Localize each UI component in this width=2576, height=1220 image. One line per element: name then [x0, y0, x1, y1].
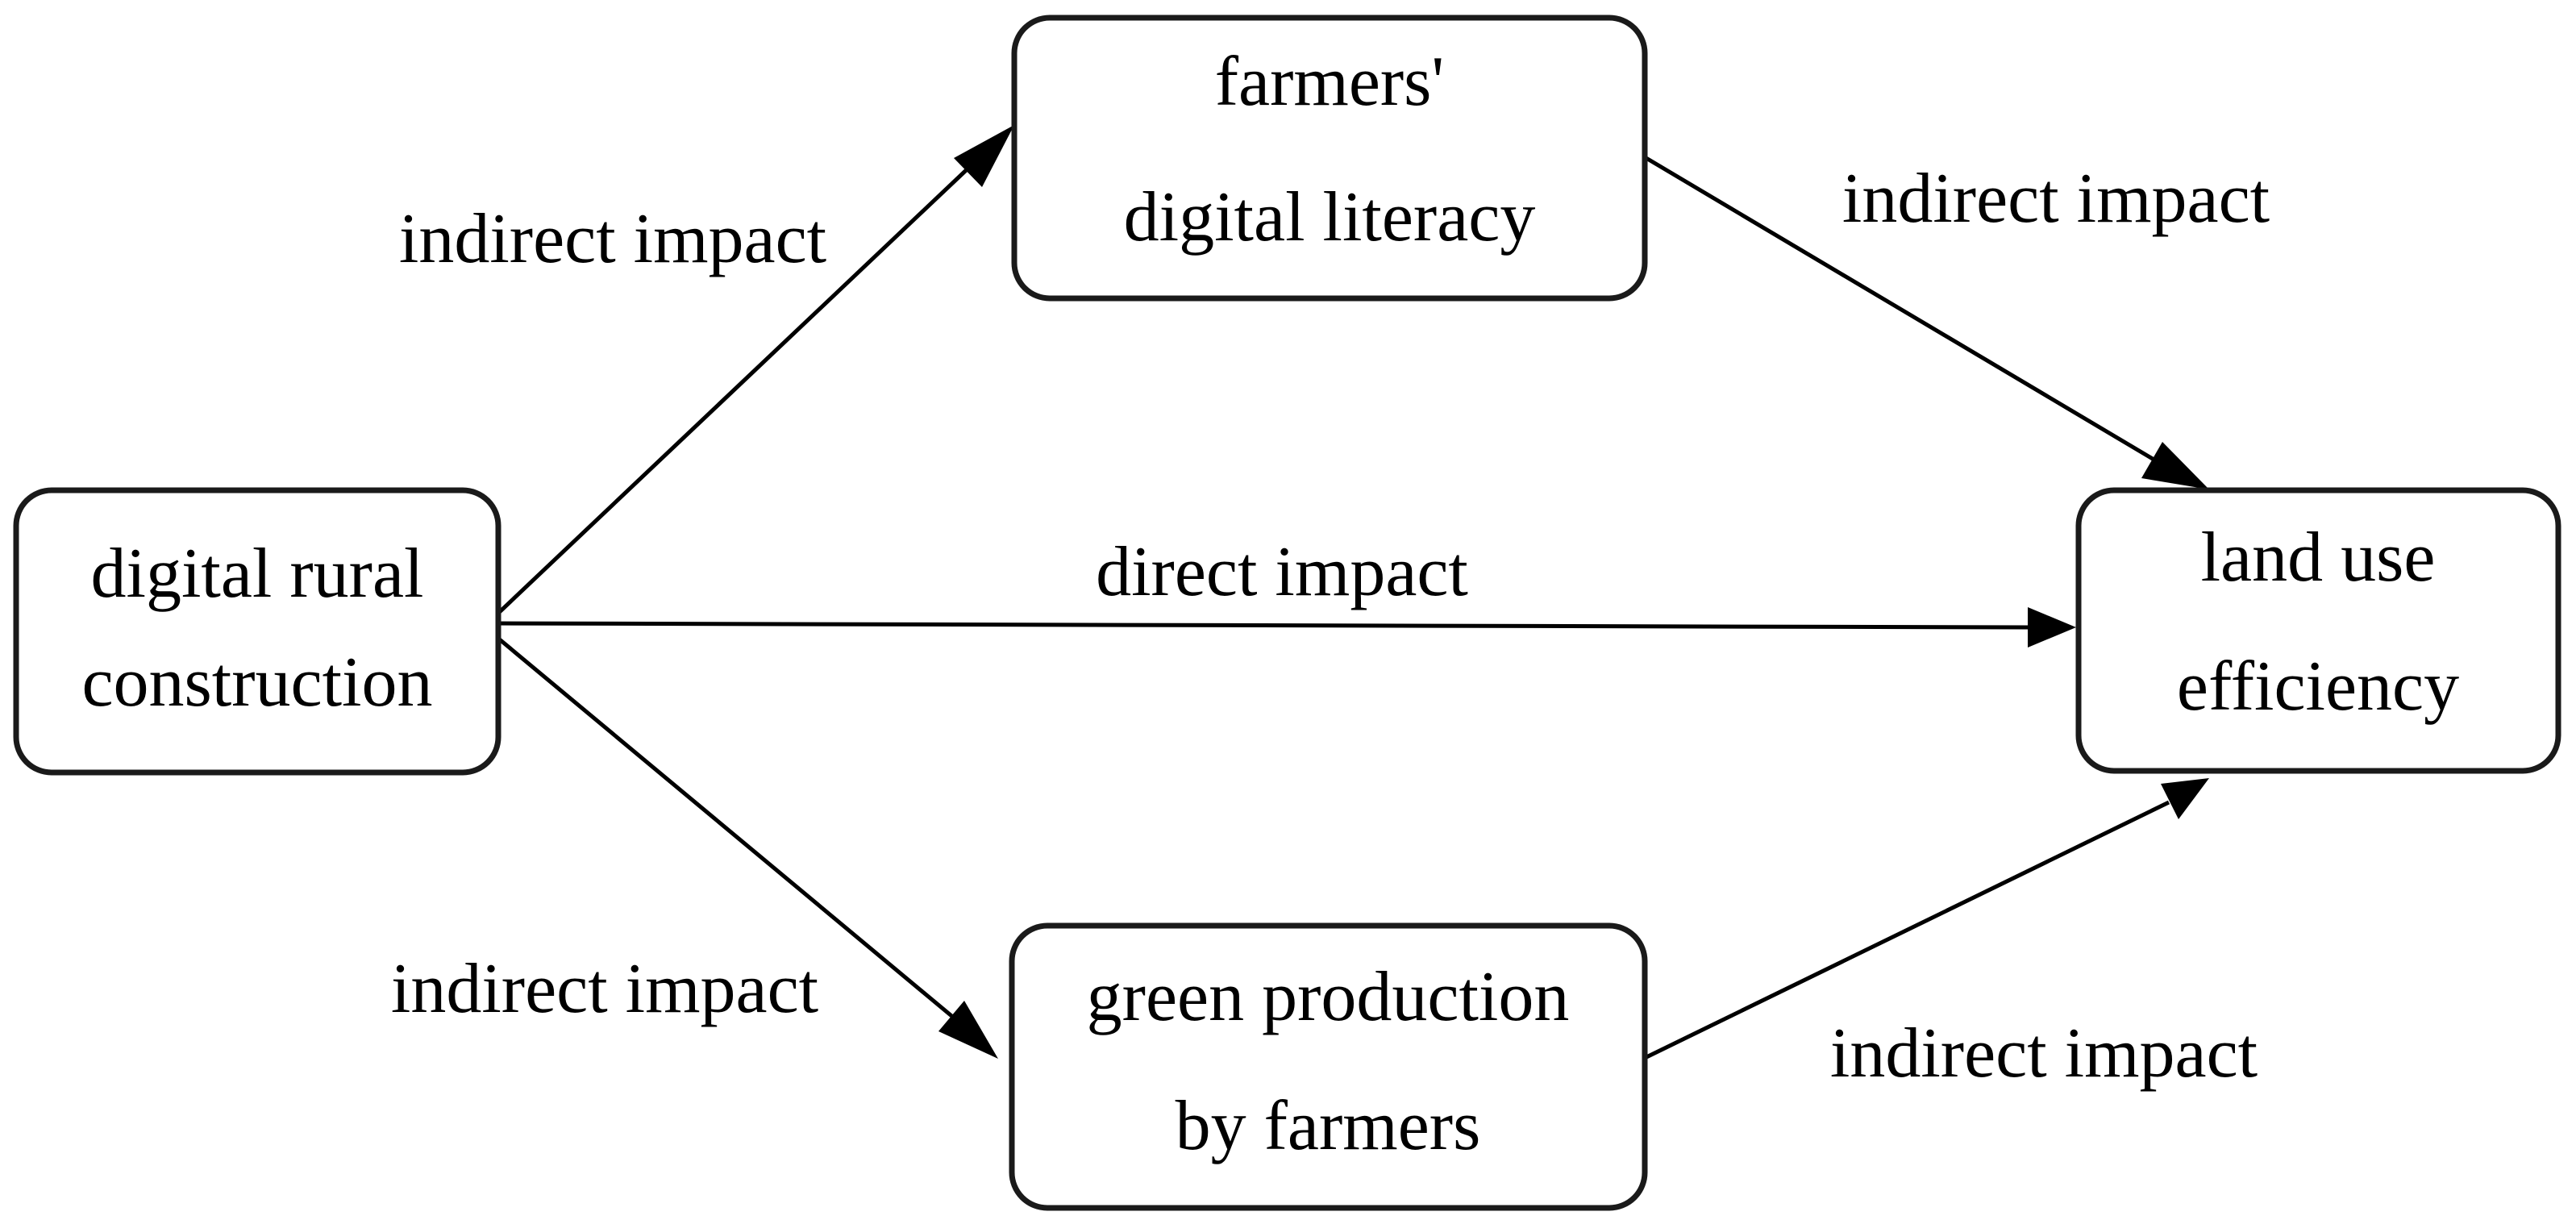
node-farmers-digital-literacy-line-1: farmers': [1215, 43, 1445, 121]
node-digital-rural-construction-line-2: construction: [81, 643, 432, 722]
node-digital-rural-construction-line-1: digital rural: [91, 535, 424, 613]
edges: [490, 125, 2209, 1060]
arrowhead-land-upper-icon: [2141, 442, 2209, 489]
edge-label-rural-to-green: indirect impact: [391, 950, 818, 1028]
node-farmers-digital-literacy-box: [1011, 15, 1648, 302]
edge-green-to-land-line: [1643, 800, 2170, 1060]
edge-label-rural-to-literacy: indirect impact: [399, 200, 826, 278]
edge-rural-to-literacy: [490, 125, 1014, 621]
node-green-production-by-farmers: green production by farmers: [1009, 922, 1648, 1211]
nodes: digital rural construction farmers' digi…: [13, 15, 2561, 1211]
edge-literacy-to-land-line: [1643, 155, 2162, 466]
arrowhead-land-lower-icon: [2161, 778, 2209, 819]
node-farmers-digital-literacy-line-2: digital literacy: [1124, 178, 1536, 256]
edge-label-green-to-land: indirect impact: [1830, 1014, 2258, 1093]
node-land-use-efficiency-line-2: efficiency: [2177, 647, 2459, 726]
edge-rural-to-green: [490, 631, 998, 1059]
node-green-production-by-farmers-line-2: by farmers: [1176, 1087, 1481, 1165]
arrowhead-land-middle-icon: [2028, 607, 2076, 647]
edge-rural-to-green-line: [490, 631, 961, 1024]
node-land-use-efficiency-line-1: land use: [2201, 518, 2436, 597]
node-green-production-by-farmers-line-1: green production: [1087, 958, 1570, 1036]
arrowhead-literacy-icon: [954, 125, 1014, 187]
edge-rural-to-literacy-line: [490, 160, 977, 621]
edge-labels: indirect impact indirect impact direct i…: [391, 160, 2270, 1093]
node-digital-rural-construction: digital rural construction: [13, 487, 501, 776]
node-farmers-digital-literacy: farmers' digital literacy: [1011, 15, 1648, 302]
node-digital-rural-construction-box: [13, 487, 501, 776]
arrowhead-green-icon: [938, 1001, 998, 1059]
edge-label-rural-to-land: direct impact: [1096, 533, 1468, 611]
edge-rural-to-land-line: [491, 621, 2029, 630]
node-land-use-efficiency: land use efficiency: [2075, 487, 2561, 774]
node-land-use-efficiency-box: [2075, 487, 2561, 774]
edge-green-to-land: [1643, 778, 2209, 1060]
edge-rural-to-land: [491, 607, 2076, 647]
edge-literacy-to-land: [1643, 155, 2209, 489]
edge-label-literacy-to-land: indirect impact: [1842, 160, 2270, 238]
node-green-production-by-farmers-box: [1009, 922, 1648, 1211]
